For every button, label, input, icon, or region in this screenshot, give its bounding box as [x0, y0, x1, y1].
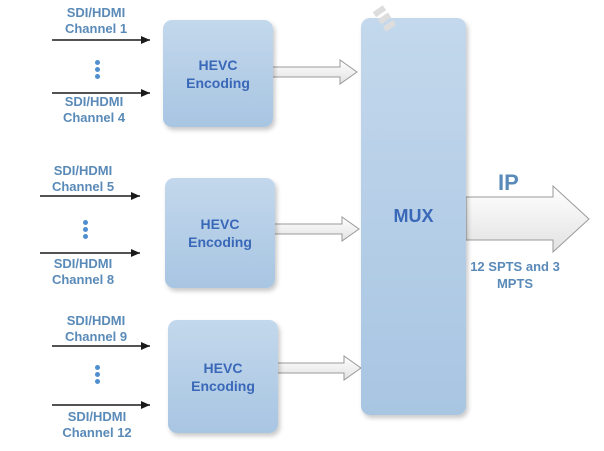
ellipsis-dot — [95, 74, 100, 79]
encoder-to-mux-arrow-2 — [273, 216, 360, 242]
encoder-label: HEVC Encoding — [191, 359, 255, 394]
input-label-ch9: SDI/HDMI Channel 9 — [55, 313, 137, 345]
input-label-ch1: SDI/HDMI Channel 1 — [55, 5, 137, 37]
encoder-to-mux-arrow-1 — [271, 59, 358, 85]
encoder-label: HEVC Encoding — [186, 56, 250, 91]
hevc-encoder-box-3: HEVC Encoding — [168, 320, 278, 433]
ellipsis-dot — [95, 60, 100, 65]
ellipsis-dot — [83, 220, 88, 225]
input-label-ch4: SDI/HDMI Channel 4 — [53, 94, 135, 126]
input-label-ch5: SDI/HDMI Channel 5 — [42, 163, 124, 195]
ip-output-arrow — [465, 184, 590, 254]
input-channel: Channel 8 — [51, 272, 115, 287]
input-type: SDI/HDMI — [53, 256, 113, 271]
input-type: SDI/HDMI — [53, 163, 113, 178]
input-type: SDI/HDMI — [66, 5, 126, 20]
ellipsis-dot — [83, 227, 88, 232]
input-type: SDI/HDMI — [64, 94, 124, 109]
ellipsis-dot — [95, 67, 100, 72]
input-channel: Channel 4 — [62, 110, 126, 125]
ellipsis-dot — [95, 379, 100, 384]
ellipsis-dot — [95, 365, 100, 370]
mux-label: MUX — [393, 206, 434, 226]
input-type: SDI/HDMI — [66, 313, 126, 328]
input-channel: Channel 9 — [64, 329, 128, 344]
ip-label: IP — [498, 170, 519, 195]
input-label-ch8: SDI/HDMI Channel 8 — [42, 256, 124, 288]
hevc-encoder-box-2: HEVC Encoding — [165, 178, 275, 288]
input-channel: Channel 1 — [64, 21, 128, 36]
ellipsis-dot — [83, 234, 88, 239]
input-label-ch12: SDI/HDMI Channel 12 — [53, 409, 141, 441]
encoder-label: HEVC Encoding — [188, 216, 252, 250]
input-type: SDI/HDMI — [67, 409, 127, 424]
mux-box: MUX — [361, 18, 466, 415]
ellipsis-dot — [95, 372, 100, 377]
encoder-to-mux-arrow-3 — [276, 355, 362, 381]
output-stream-note: 12 SPTS and 3 MPTS — [470, 259, 560, 291]
input-channel: Channel 5 — [51, 179, 115, 194]
hevc-encoder-box-1: HEVC Encoding — [163, 20, 273, 127]
input-channel: Channel 12 — [62, 425, 132, 440]
